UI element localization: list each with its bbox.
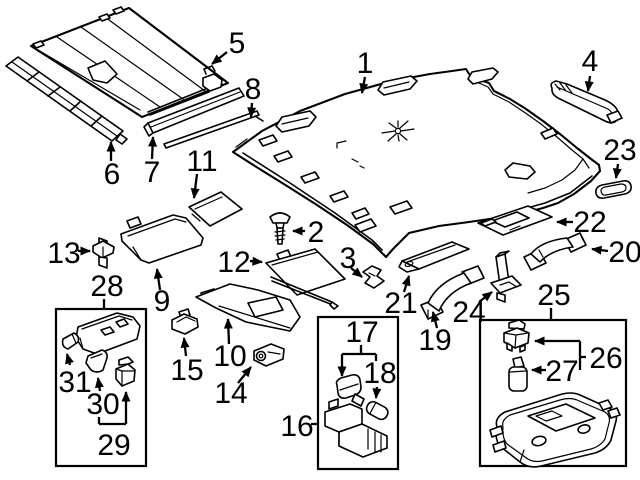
callout-label-25: 25 xyxy=(537,279,570,312)
callout-label-18: 18 xyxy=(363,357,396,390)
part-trim-strip xyxy=(143,87,245,137)
callout-arrow-3 xyxy=(350,267,363,278)
part-grab-handle-20 xyxy=(523,232,587,271)
callout-arrow-10 xyxy=(223,318,233,345)
callout-label-6: 6 xyxy=(104,158,121,191)
callout-arrow-1 xyxy=(359,76,369,94)
callout-label-24: 24 xyxy=(452,296,485,329)
part-map-light-console-28 xyxy=(75,312,141,355)
callout-arrow-23 xyxy=(612,163,622,179)
callout-label-5: 5 xyxy=(229,27,246,60)
part-visor-bracket-15 xyxy=(171,308,199,335)
part-visor-support-22 xyxy=(477,205,553,236)
callout-arrow-8 xyxy=(247,102,257,118)
callout-labels: 1 2 3 4 5 6 7 8 9 10 11 12 13 14 15 16 1… xyxy=(47,27,640,462)
callout-arrow-24 xyxy=(478,291,493,303)
part-push-pin xyxy=(269,212,291,245)
headliner-cutouts xyxy=(258,134,413,233)
callout-arrow-9 xyxy=(153,268,163,291)
callout-label-2: 2 xyxy=(308,216,325,249)
part-molding-strip xyxy=(163,110,264,149)
part-grab-handle-19 xyxy=(420,265,485,320)
callout-label-9: 9 xyxy=(154,285,171,318)
callout-label-27: 27 xyxy=(545,355,578,388)
part-retainer-clip xyxy=(92,237,115,269)
callout-label-15: 15 xyxy=(170,354,203,387)
part-bulb-27 xyxy=(508,356,528,392)
callout-label-4: 4 xyxy=(582,45,599,78)
callout-arrow-18 xyxy=(372,386,382,399)
callout-label-7: 7 xyxy=(144,156,161,189)
part-roof-bow xyxy=(5,56,128,145)
callout-label-8: 8 xyxy=(245,73,262,106)
part-dome-lamp-25 xyxy=(489,392,621,468)
part-headliner xyxy=(231,67,602,259)
part-rear-trim-4 xyxy=(550,80,623,124)
callout-arrow-4 xyxy=(584,75,594,92)
headliner-sparkle-mark xyxy=(381,120,415,142)
part-lamp-housing-16 xyxy=(324,398,388,458)
callout-label-21: 21 xyxy=(384,287,417,320)
callout-arrow-19 xyxy=(430,311,440,329)
callout-label-16: 16 xyxy=(280,410,313,443)
callout-arrow-7 xyxy=(148,136,158,160)
group-box-25 xyxy=(478,318,628,468)
callout-label-11: 11 xyxy=(186,145,217,178)
group-box-28 xyxy=(54,307,148,468)
callout-arrow-30 xyxy=(94,377,104,392)
callout-bracket-26 xyxy=(578,341,586,370)
part-sun-visor-12 xyxy=(265,248,346,310)
callout-arrow-31 xyxy=(65,353,74,366)
group-box-16 xyxy=(316,315,400,471)
callout-arrow-12 xyxy=(249,256,263,266)
part-bulb-18 xyxy=(365,400,389,421)
callout-label-19: 19 xyxy=(418,324,451,357)
part-bulb-31 xyxy=(61,332,80,350)
part-socket-26 xyxy=(503,319,530,353)
part-bracket-21 xyxy=(398,241,470,273)
callout-arrow-14 xyxy=(237,366,252,384)
callout-label-20: 20 xyxy=(608,236,640,269)
callout-label-22: 22 xyxy=(573,206,606,239)
callout-arrow-20 xyxy=(591,245,609,255)
callout-label-31: 31 xyxy=(58,366,91,399)
part-visor-cover xyxy=(188,191,243,227)
callout-label-26: 26 xyxy=(589,342,622,375)
part-socket-17 xyxy=(335,374,365,407)
callout-label-1: 1 xyxy=(357,47,374,80)
callout-label-13: 13 xyxy=(47,237,80,270)
callout-arrow-15 xyxy=(180,337,190,357)
callout-label-23: 23 xyxy=(603,134,636,167)
callout-label-14: 14 xyxy=(214,377,247,410)
part-socket-29 xyxy=(115,356,136,387)
part-visor-clip-14 xyxy=(253,343,285,367)
callout-label-17: 17 xyxy=(345,316,378,349)
callout-arrow-21 xyxy=(401,275,411,293)
callout-label-10: 10 xyxy=(213,340,246,373)
part-sun-visor-10 xyxy=(195,283,301,332)
callout-arrow-11 xyxy=(190,173,200,199)
headliner-dash-marks xyxy=(336,140,365,169)
sunshade-rail xyxy=(147,65,223,116)
part-sun-visor-9 xyxy=(120,214,204,264)
callout-label-12: 12 xyxy=(217,246,250,279)
callout-label-3: 3 xyxy=(340,242,357,275)
callout-label-28: 28 xyxy=(90,270,123,303)
part-sunshade xyxy=(29,6,230,119)
callout-bracket-29 xyxy=(97,417,126,426)
part-grommet-23 xyxy=(595,180,632,199)
callout-label-30: 30 xyxy=(86,388,119,421)
callout-label-29: 29 xyxy=(97,429,130,462)
part-bracket-24 xyxy=(490,250,522,303)
headliner-pad xyxy=(275,67,499,133)
callout-bracket-17 xyxy=(342,345,378,361)
part-lens-30 xyxy=(85,349,108,373)
part-clip-3 xyxy=(362,265,385,289)
callout-arrow-5 xyxy=(211,51,228,65)
callout-leaders xyxy=(65,51,622,426)
